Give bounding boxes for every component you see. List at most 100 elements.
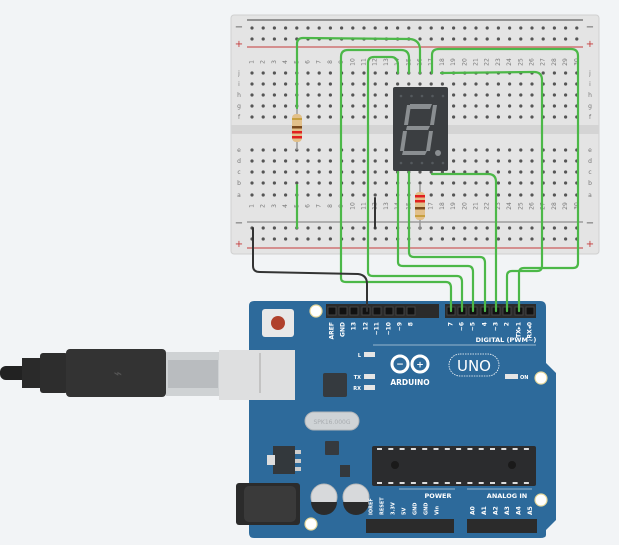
breadboard-hole[interactable] [261,170,265,174]
breadboard-hole[interactable] [485,159,489,163]
rail-hole[interactable] [575,37,579,41]
breadboard-hole[interactable] [463,181,467,185]
breadboard-hole[interactable] [384,93,388,97]
breadboard-hole[interactable] [272,148,276,152]
rail-hole[interactable] [485,26,489,30]
rail-hole[interactable] [429,226,433,230]
rail-hole[interactable] [351,26,355,30]
breadboard-hole[interactable] [407,82,411,86]
breadboard-hole[interactable] [384,159,388,163]
rail-hole[interactable] [272,237,276,241]
rail-hole[interactable] [272,26,276,30]
rail-hole[interactable] [373,26,377,30]
rail-hole[interactable] [261,37,265,41]
breadboard-hole[interactable] [552,181,557,185]
rail-hole[interactable] [530,237,534,241]
breadboard-hole[interactable] [485,148,489,152]
breadboard-hole[interactable] [530,181,534,185]
wire-pin5[interactable] [396,170,475,313]
breadboard-hole[interactable] [284,71,288,75]
rail-hole[interactable] [463,37,467,41]
breadboard-hole[interactable] [317,148,321,152]
breadboard-hole[interactable] [250,193,254,197]
breadboard-hole[interactable] [351,82,355,86]
breadboard-hole[interactable] [362,170,366,174]
breadboard-hole[interactable] [519,159,523,163]
rail-hole[interactable] [295,237,299,241]
rail-hole[interactable] [317,226,321,230]
rail-hole[interactable] [284,37,288,41]
breadboard-hole[interactable] [250,170,254,174]
breadboard-hole[interactable] [485,170,489,174]
rail-hole[interactable] [452,237,456,241]
breadboard-hole[interactable] [362,193,366,197]
rail-hole[interactable] [373,237,377,241]
rail-hole[interactable] [384,226,388,230]
rail-hole[interactable] [496,237,500,241]
breadboard-hole[interactable] [261,93,265,97]
breadboard-hole[interactable] [261,82,265,86]
breadboard-hole[interactable] [306,82,310,86]
rail-hole[interactable] [463,237,467,241]
breadboard-hole[interactable] [384,193,388,197]
breadboard-hole[interactable] [552,170,557,174]
breadboard-hole[interactable] [351,181,355,185]
breadboard-hole[interactable] [373,159,377,163]
breadboard-hole[interactable] [306,181,310,185]
breadboard-hole[interactable] [284,148,288,152]
rail-hole[interactable] [429,26,433,30]
breadboard-hole[interactable] [440,193,444,197]
wire-pin4[interactable] [407,170,487,313]
breadboard-hole[interactable] [552,93,557,97]
rail-hole[interactable] [440,226,444,230]
seven-segment-display[interactable] [393,87,448,171]
rail-hole[interactable] [552,237,557,241]
rail-hole[interactable] [485,237,489,241]
breadboard-hole[interactable] [508,115,512,119]
breadboard-hole[interactable] [328,159,332,163]
breadboard-hole[interactable] [328,71,332,75]
rail-hole[interactable] [440,37,444,41]
rail-hole[interactable] [452,226,456,230]
breadboard-hole[interactable] [284,115,288,119]
breadboard-hole[interactable] [351,115,355,119]
digital-pin-socket[interactable] [349,306,359,316]
breadboard-hole[interactable] [418,181,422,185]
wire-pin6[interactable] [366,55,464,313]
breadboard-hole[interactable] [530,170,534,174]
breadboard-hole[interactable] [362,148,366,152]
rail-hole[interactable] [440,237,444,241]
breadboard-hole[interactable] [429,181,433,185]
rail-hole[interactable] [463,226,467,230]
breadboard-hole[interactable] [384,115,388,119]
rail-hole[interactable] [418,237,422,241]
breadboard-hole[interactable] [351,193,355,197]
rail-hole[interactable] [564,26,568,30]
breadboard-hole[interactable] [485,193,489,197]
breadboard-hole[interactable] [295,170,299,174]
breadboard-hole[interactable] [463,159,467,163]
breadboard-hole[interactable] [373,104,377,108]
breadboard-hole[interactable] [463,115,467,119]
breadboard-hole[interactable] [351,159,355,163]
rail-hole[interactable] [564,237,568,241]
breadboard-hole[interactable] [485,181,489,185]
breadboard-hole[interactable] [519,181,523,185]
breadboard-hole[interactable] [530,93,534,97]
rail-hole[interactable] [340,26,344,30]
breadboard-hole[interactable] [272,159,276,163]
rail-hole[interactable] [362,237,366,241]
rail-hole[interactable] [474,26,478,30]
rail-hole[interactable] [452,26,456,30]
breadboard-hole[interactable] [496,82,500,86]
breadboard-hole[interactable] [519,93,523,97]
rail-hole[interactable] [272,37,276,41]
breadboard-hole[interactable] [564,93,568,97]
breadboard-hole[interactable] [519,193,523,197]
breadboard-hole[interactable] [362,159,366,163]
breadboard-hole[interactable] [317,159,321,163]
rail-hole[interactable] [284,26,288,30]
breadboard-hole[interactable] [351,71,355,75]
rail-hole[interactable] [384,26,388,30]
breadboard-hole[interactable] [552,104,557,108]
